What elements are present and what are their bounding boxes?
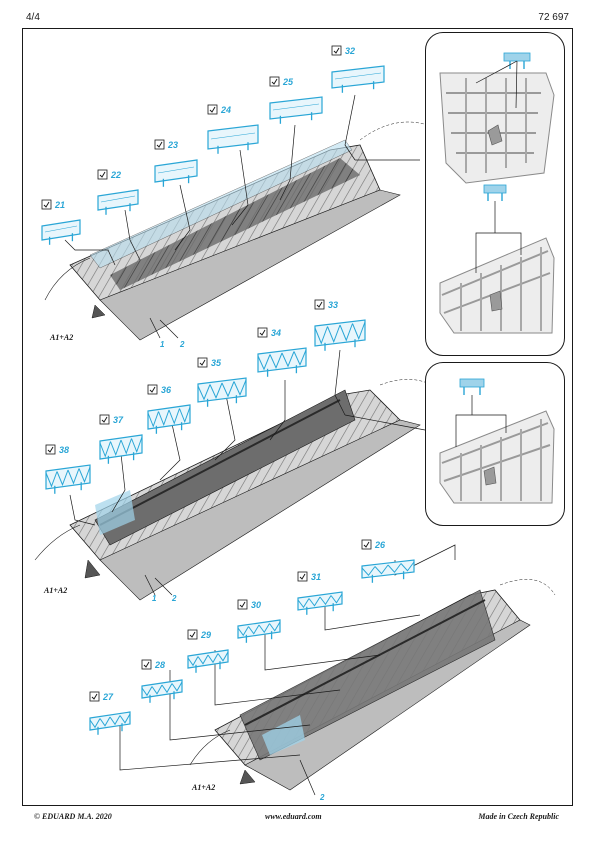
bend-check-icon	[257, 327, 268, 338]
bend-check-icon	[147, 384, 158, 395]
part-number-25: 25	[282, 77, 294, 87]
hull-part-1-b: 1	[152, 594, 157, 603]
pe-part-37	[99, 434, 143, 464]
pe-part-21	[41, 219, 81, 245]
bend-check-icon	[97, 169, 108, 180]
pe-part-32	[331, 65, 385, 93]
pe-part-29	[187, 649, 229, 673]
bend-check-icon	[237, 599, 248, 610]
bend-check-icon	[141, 659, 152, 670]
part-number-31: 31	[311, 572, 321, 582]
part-number-28: 28	[154, 660, 165, 670]
check-mark-icon	[199, 359, 206, 366]
part-number-23: 23	[167, 140, 178, 150]
check-mark-icon	[259, 329, 266, 336]
check-mark-icon	[239, 601, 246, 608]
check-mark-icon	[299, 573, 306, 580]
part-number-21: 21	[54, 200, 65, 210]
kit-number: 72 697	[538, 12, 569, 23]
check-mark-icon	[209, 106, 216, 113]
bend-check-icon	[41, 199, 52, 210]
pe-part-27	[89, 711, 131, 735]
inset-1-lower-frame	[439, 184, 555, 334]
page-border	[22, 28, 573, 806]
check-mark-icon	[333, 47, 340, 54]
photo-etch-parts	[41, 65, 415, 735]
hull-section-3	[189, 579, 556, 791]
copyright-text: © EDUARD M.A. 2020	[34, 812, 112, 821]
hull-section-2	[34, 379, 446, 601]
detail-inset-2	[425, 362, 565, 526]
check-mark-icon	[271, 78, 278, 85]
hull-part-2-c: 2	[319, 793, 325, 802]
check-mark-icon	[43, 201, 50, 208]
pe-part-23	[154, 159, 198, 187]
version-label-1: A1+A2	[49, 333, 73, 342]
bend-check-icon	[89, 691, 100, 702]
bend-check-icon	[269, 76, 280, 87]
version-label-2: A1+A2	[43, 586, 67, 595]
part-number-29: 29	[200, 630, 211, 640]
check-mark-icon	[99, 171, 106, 178]
check-mark-icon	[101, 416, 108, 423]
check-mark-icon	[149, 386, 156, 393]
part-number-34: 34	[271, 328, 281, 338]
pe-part-33	[314, 319, 366, 351]
check-mark-icon	[363, 541, 370, 548]
part-number-37: 37	[113, 415, 124, 425]
check-mark-icon	[316, 301, 323, 308]
inset-1-upper-frame	[439, 52, 555, 184]
hull-section-1	[44, 121, 441, 341]
bend-check-icon	[297, 571, 308, 582]
check-mark-icon	[47, 446, 54, 453]
check-mark-icon	[143, 661, 150, 668]
bend-check-icon	[207, 104, 218, 115]
pe-part-22	[97, 189, 139, 215]
bend-check-icon	[361, 539, 372, 550]
part-number-22: 22	[110, 170, 121, 180]
hull-part-1-a: 1	[160, 340, 165, 349]
detail-inset-1	[425, 32, 565, 356]
pe-part-26	[361, 559, 415, 583]
part-number-27: 27	[102, 692, 114, 702]
pe-part-31	[297, 591, 343, 615]
bend-check-icon	[331, 45, 342, 56]
hull-part-2-b: 2	[171, 594, 177, 603]
pe-part-28	[141, 679, 183, 703]
part-number-30: 30	[251, 600, 261, 610]
bend-check-icon	[154, 139, 165, 150]
part-number-38: 38	[59, 445, 69, 455]
pe-part-38	[45, 464, 91, 494]
version-label-3: A1+A2	[191, 783, 215, 792]
check-mark-icon	[189, 631, 196, 638]
bend-check-icon	[99, 414, 110, 425]
part-number-36: 36	[161, 385, 172, 395]
part-number-26: 26	[374, 540, 386, 550]
bend-check-icon	[314, 299, 325, 310]
part-number-35: 35	[211, 358, 222, 368]
check-mark-icon	[91, 693, 98, 700]
part-number-32: 32	[345, 46, 355, 56]
part-number-33: 33	[328, 300, 338, 310]
pe-part-30	[237, 619, 281, 643]
pe-part-36	[147, 404, 191, 434]
pe-part-25	[269, 96, 323, 124]
leader-lines	[64, 94, 456, 796]
bend-check-icon	[197, 357, 208, 368]
bend-check-icon	[45, 444, 56, 455]
part-number-24: 24	[220, 105, 231, 115]
pe-part-24	[207, 124, 259, 154]
website-text: www.eduard.com	[265, 812, 322, 821]
pe-part-35	[197, 377, 247, 407]
page-number: 4/4	[26, 12, 40, 23]
hull-part-2-a: 2	[179, 340, 185, 349]
origin-text: Made in Czech Republic	[478, 812, 559, 821]
bend-check-icon	[187, 629, 198, 640]
pe-part-34	[257, 347, 307, 377]
check-mark-icon	[156, 141, 163, 148]
